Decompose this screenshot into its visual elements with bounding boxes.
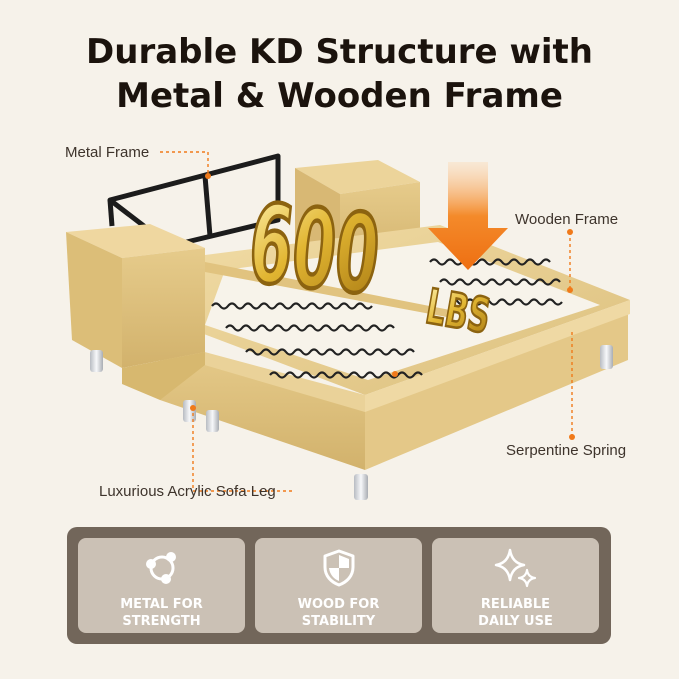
sparkle-icon [494, 548, 536, 588]
page-title: Durable KD Structure with Metal & Wooden… [0, 30, 679, 118]
armrest-block [66, 224, 205, 400]
acrylic-legs [90, 345, 613, 500]
callout-sofa-leg: Luxurious Acrylic Sofa Leg [99, 483, 276, 500]
molecule-icon [145, 552, 176, 584]
title-line-2: Metal & Wooden Frame [116, 76, 563, 116]
shield-icon [323, 549, 354, 587]
feature-card-reliable: RELIABLE DAILY USE [432, 538, 599, 633]
feature-label-reliable: RELIABLE DAILY USE [478, 597, 553, 629]
feature-label-wood: WOOD FOR STABILITY [297, 597, 380, 629]
callout-dots [190, 173, 575, 440]
serpentine-springs [211, 258, 563, 379]
weight-number: 600 [243, 180, 385, 319]
feature-card-metal: METAL FOR STRENGTH [78, 538, 245, 633]
features-panel: METAL FOR STRENGTH WOOD FOR STABILITY RE… [67, 527, 611, 644]
callout-leaders [160, 151, 573, 492]
feature-label-metal: METAL FOR STRENGTH [120, 597, 203, 629]
pressure-arrow-icon [428, 162, 508, 270]
wooden-frame [160, 225, 630, 470]
weight-capacity-badge: 600 LBS [242, 178, 495, 346]
title-line-1: Durable KD Structure with [86, 32, 593, 72]
callout-serpentine-spring: Serpentine Spring [506, 442, 627, 459]
callout-metal-frame: Metal Frame [65, 144, 150, 161]
bed-frame-illustration: 600 LBS [66, 151, 630, 500]
feature-card-wood: WOOD FOR STABILITY [255, 538, 422, 633]
weight-unit: LBS [422, 279, 494, 344]
callout-wooden-frame: Wooden Frame [515, 211, 619, 228]
